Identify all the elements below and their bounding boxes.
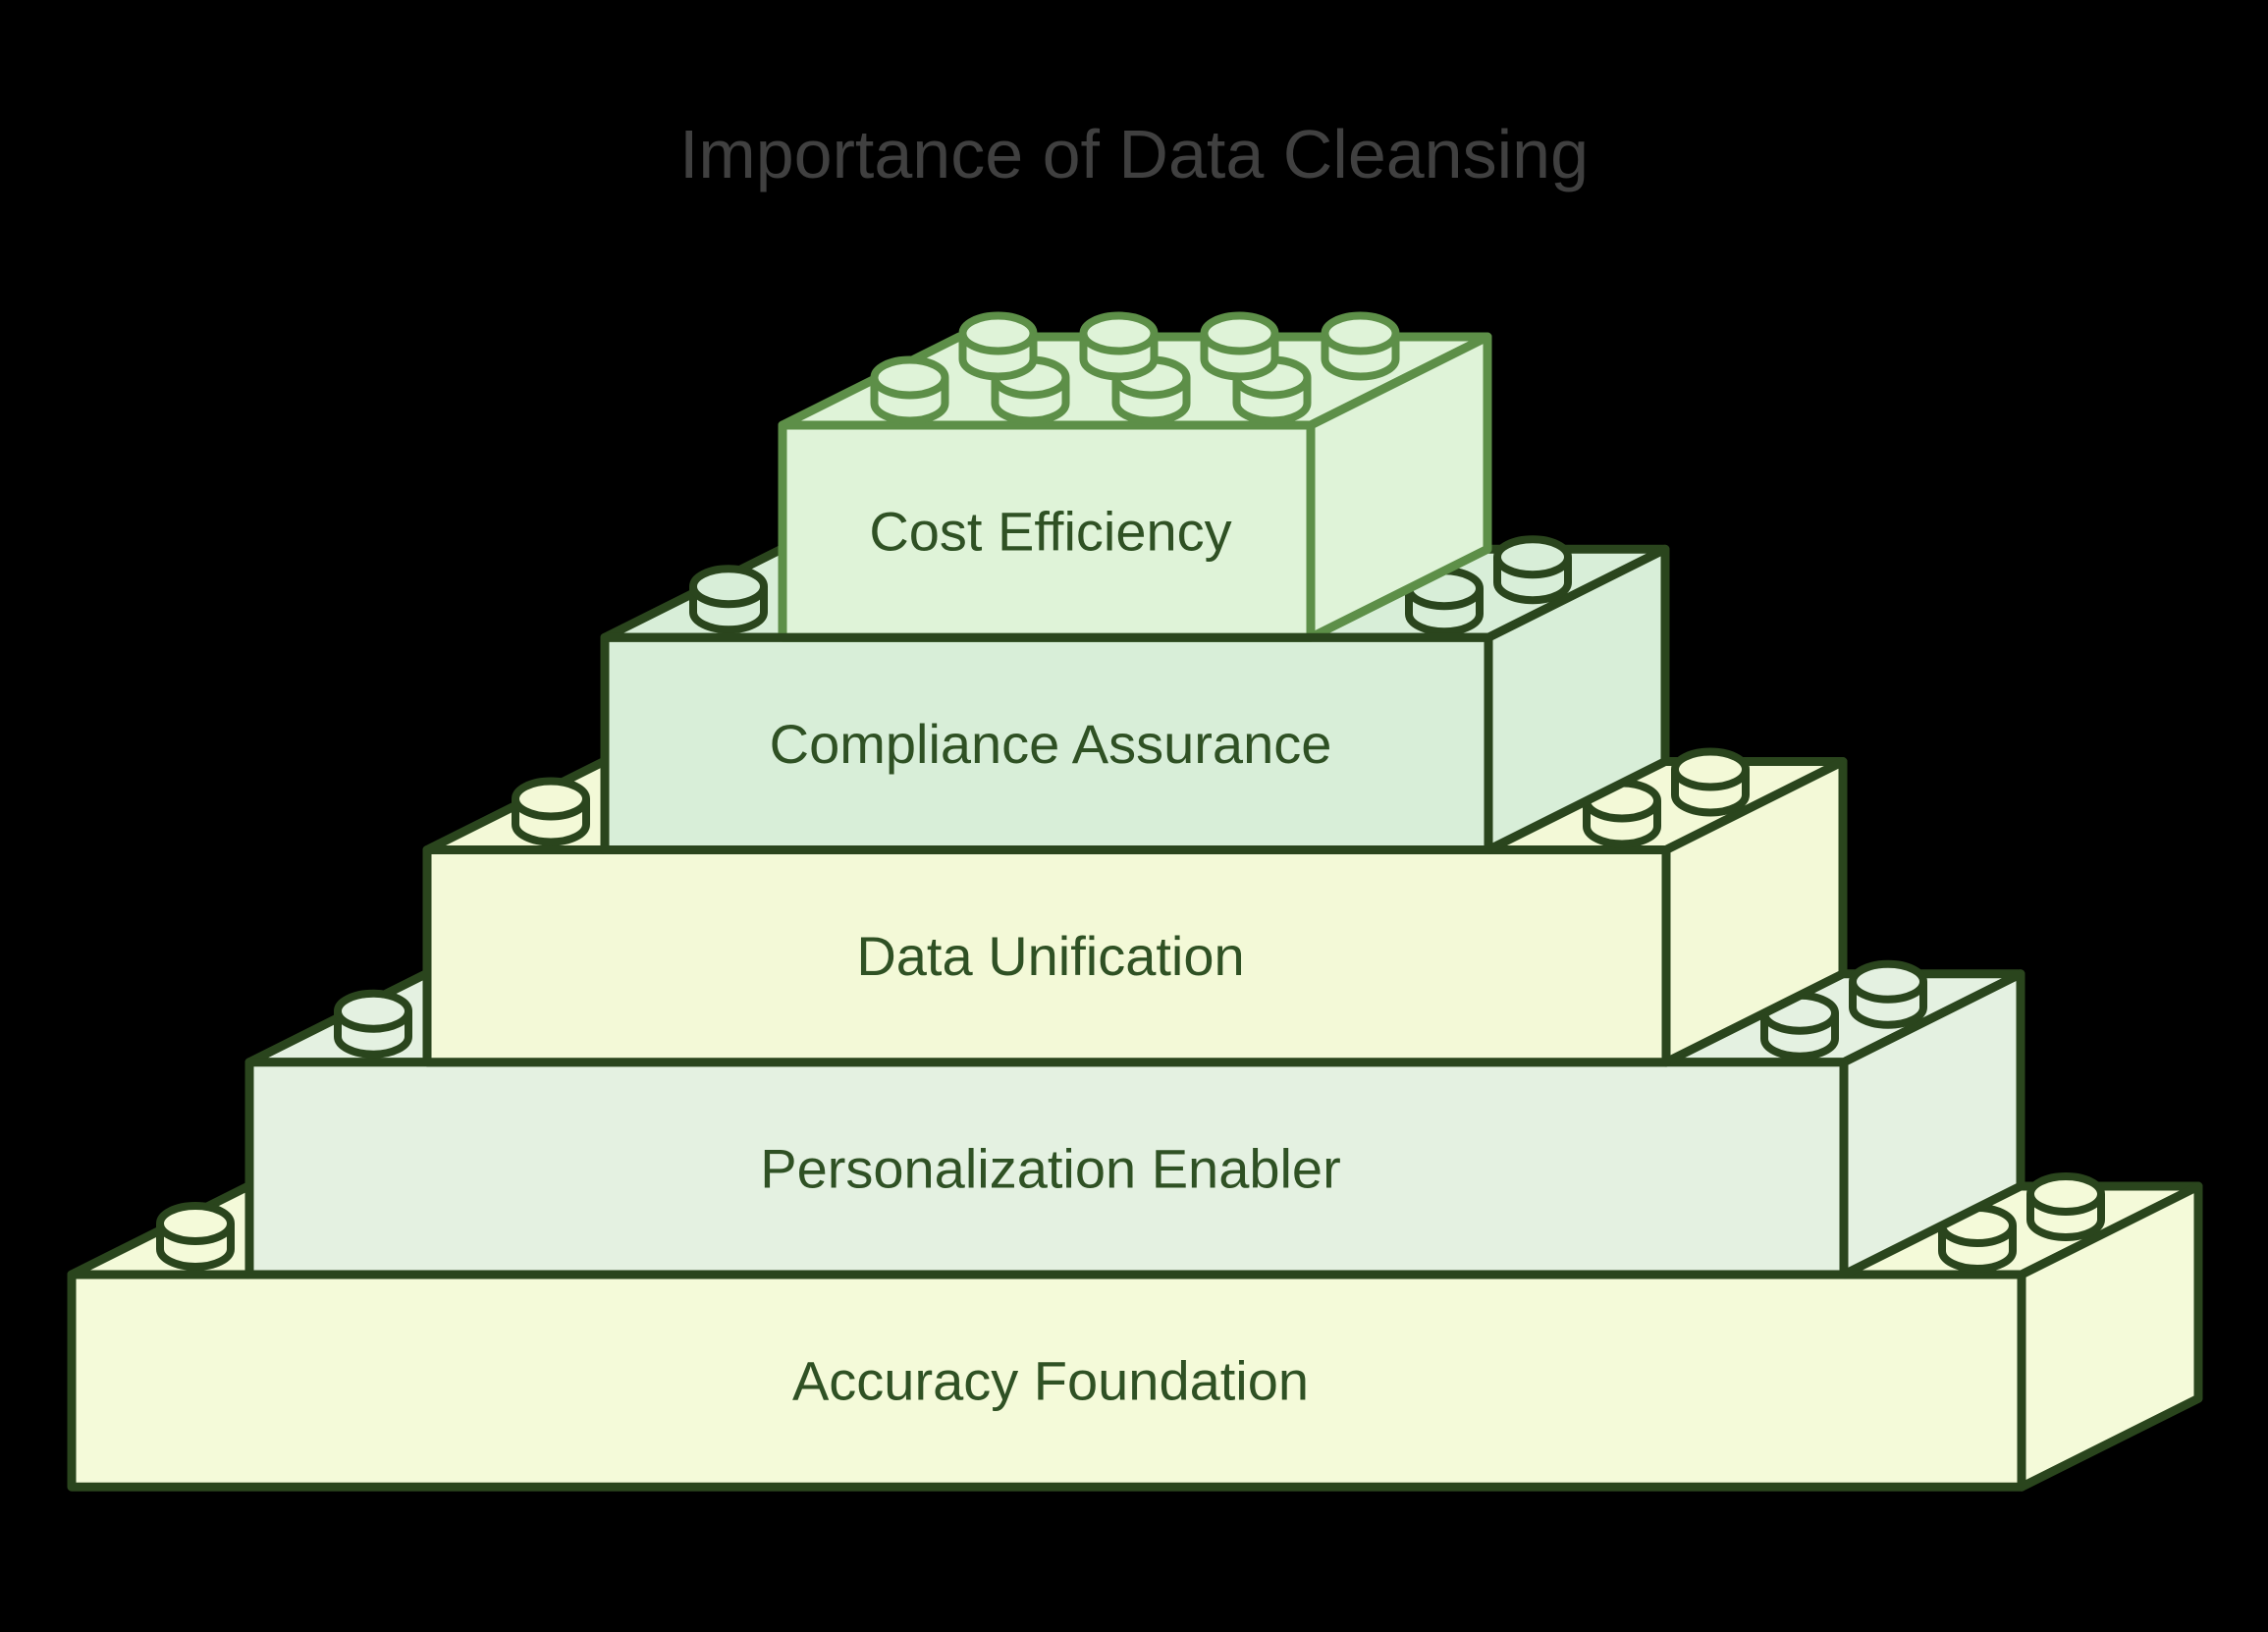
stud-right-back-top-icon [1493, 535, 1572, 579]
stud-right-back-top-icon [2026, 1172, 2105, 1216]
stud-left-top-icon [156, 1202, 235, 1245]
stud-r0-c0-top-icon [870, 355, 949, 400]
stud-left-top-icon [512, 777, 590, 821]
stud-r1-c1-top-icon [1079, 311, 1159, 355]
stud-left-top-icon [689, 565, 768, 609]
brick-label-data-unification: Data Unification [856, 925, 1244, 987]
stud-right-back-top-icon [1849, 959, 1927, 1004]
diagram-title: Importance of Data Cleansing [678, 116, 1590, 192]
stud-r1-c0-top-icon [958, 311, 1038, 355]
brick-label-compliance-assurance: Compliance Assurance [770, 713, 1332, 775]
stud-left-top-icon [334, 989, 412, 1033]
brick-label-accuracy-foundation: Accuracy Foundation [792, 1350, 1309, 1412]
brick-label-cost-efficiency: Cost Efficiency [869, 501, 1231, 563]
stud-r1-c3-top-icon [1321, 311, 1400, 355]
brick-cost-efficiency: Cost Efficiency [778, 311, 1492, 642]
brick-label-personalization-enabler: Personalization Enabler [760, 1137, 1340, 1199]
stud-r1-c2-top-icon [1200, 311, 1279, 355]
stud-right-back-top-icon [1671, 747, 1750, 791]
